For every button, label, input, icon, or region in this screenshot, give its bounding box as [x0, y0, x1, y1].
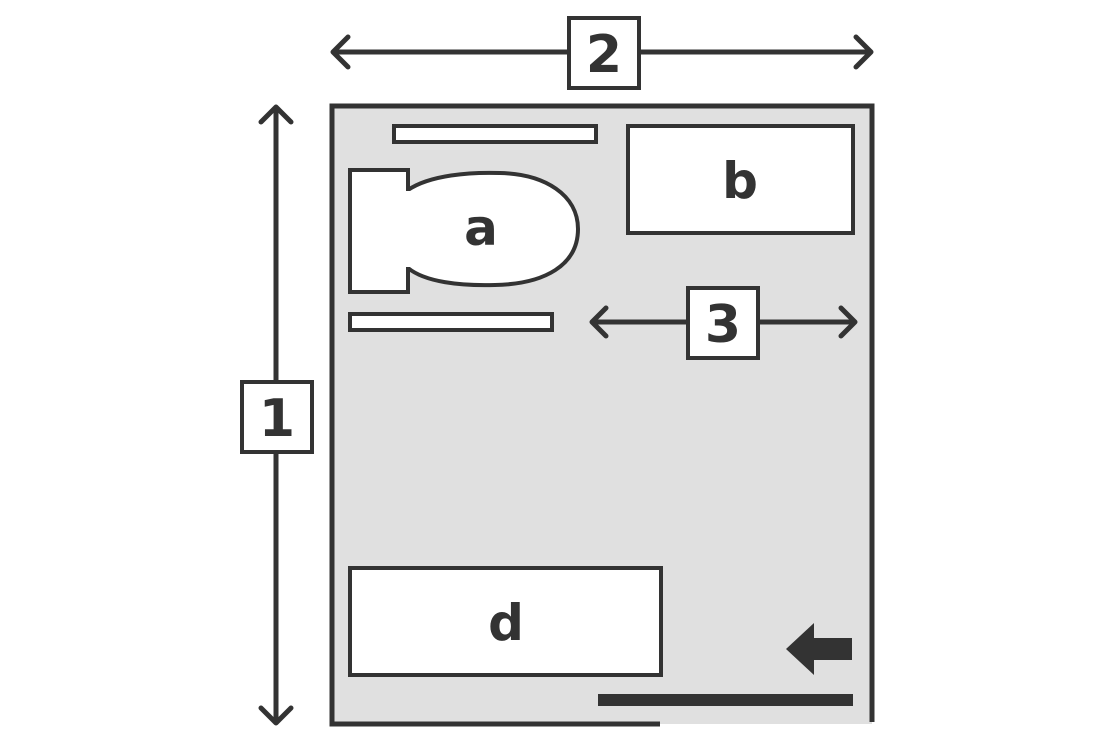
clearance-arrowhead-left	[589, 305, 609, 339]
width-arrowhead-right	[853, 34, 874, 70]
width-dimension: 2	[330, 16, 874, 90]
door-panel	[598, 694, 853, 706]
fixture-d: d	[348, 566, 663, 677]
fixture-d-label: d	[488, 594, 524, 652]
width-arrowhead-left	[330, 34, 351, 70]
fixture-b: b	[626, 124, 855, 235]
toilet-bowl	[406, 170, 581, 288]
clearance-label: 3	[705, 295, 741, 355]
height-arrowhead-bottom	[258, 705, 294, 726]
toilet-grab-bar-bottom	[348, 312, 554, 332]
fixture-b-label: b	[722, 152, 758, 210]
height-dimension: 1	[240, 104, 314, 726]
fixture-b-box	[626, 124, 855, 235]
toilet-tank	[348, 168, 410, 294]
clearance-dimension: 3	[589, 286, 858, 360]
width-label: 2	[586, 25, 622, 85]
toilet-fixture: a	[348, 124, 598, 332]
clearance-label-box	[686, 286, 760, 360]
arrow-left-icon	[786, 623, 852, 675]
fixture-d-box	[348, 566, 663, 677]
height-label-box	[240, 380, 314, 454]
toilet-label: a	[464, 199, 498, 257]
height-label: 1	[259, 389, 295, 449]
width-label-box	[567, 16, 641, 90]
room-walls	[329, 103, 875, 727]
toilet-grab-bar-top	[392, 124, 598, 144]
clearance-arrowhead-right	[838, 305, 858, 339]
height-arrowhead-top	[258, 104, 294, 125]
